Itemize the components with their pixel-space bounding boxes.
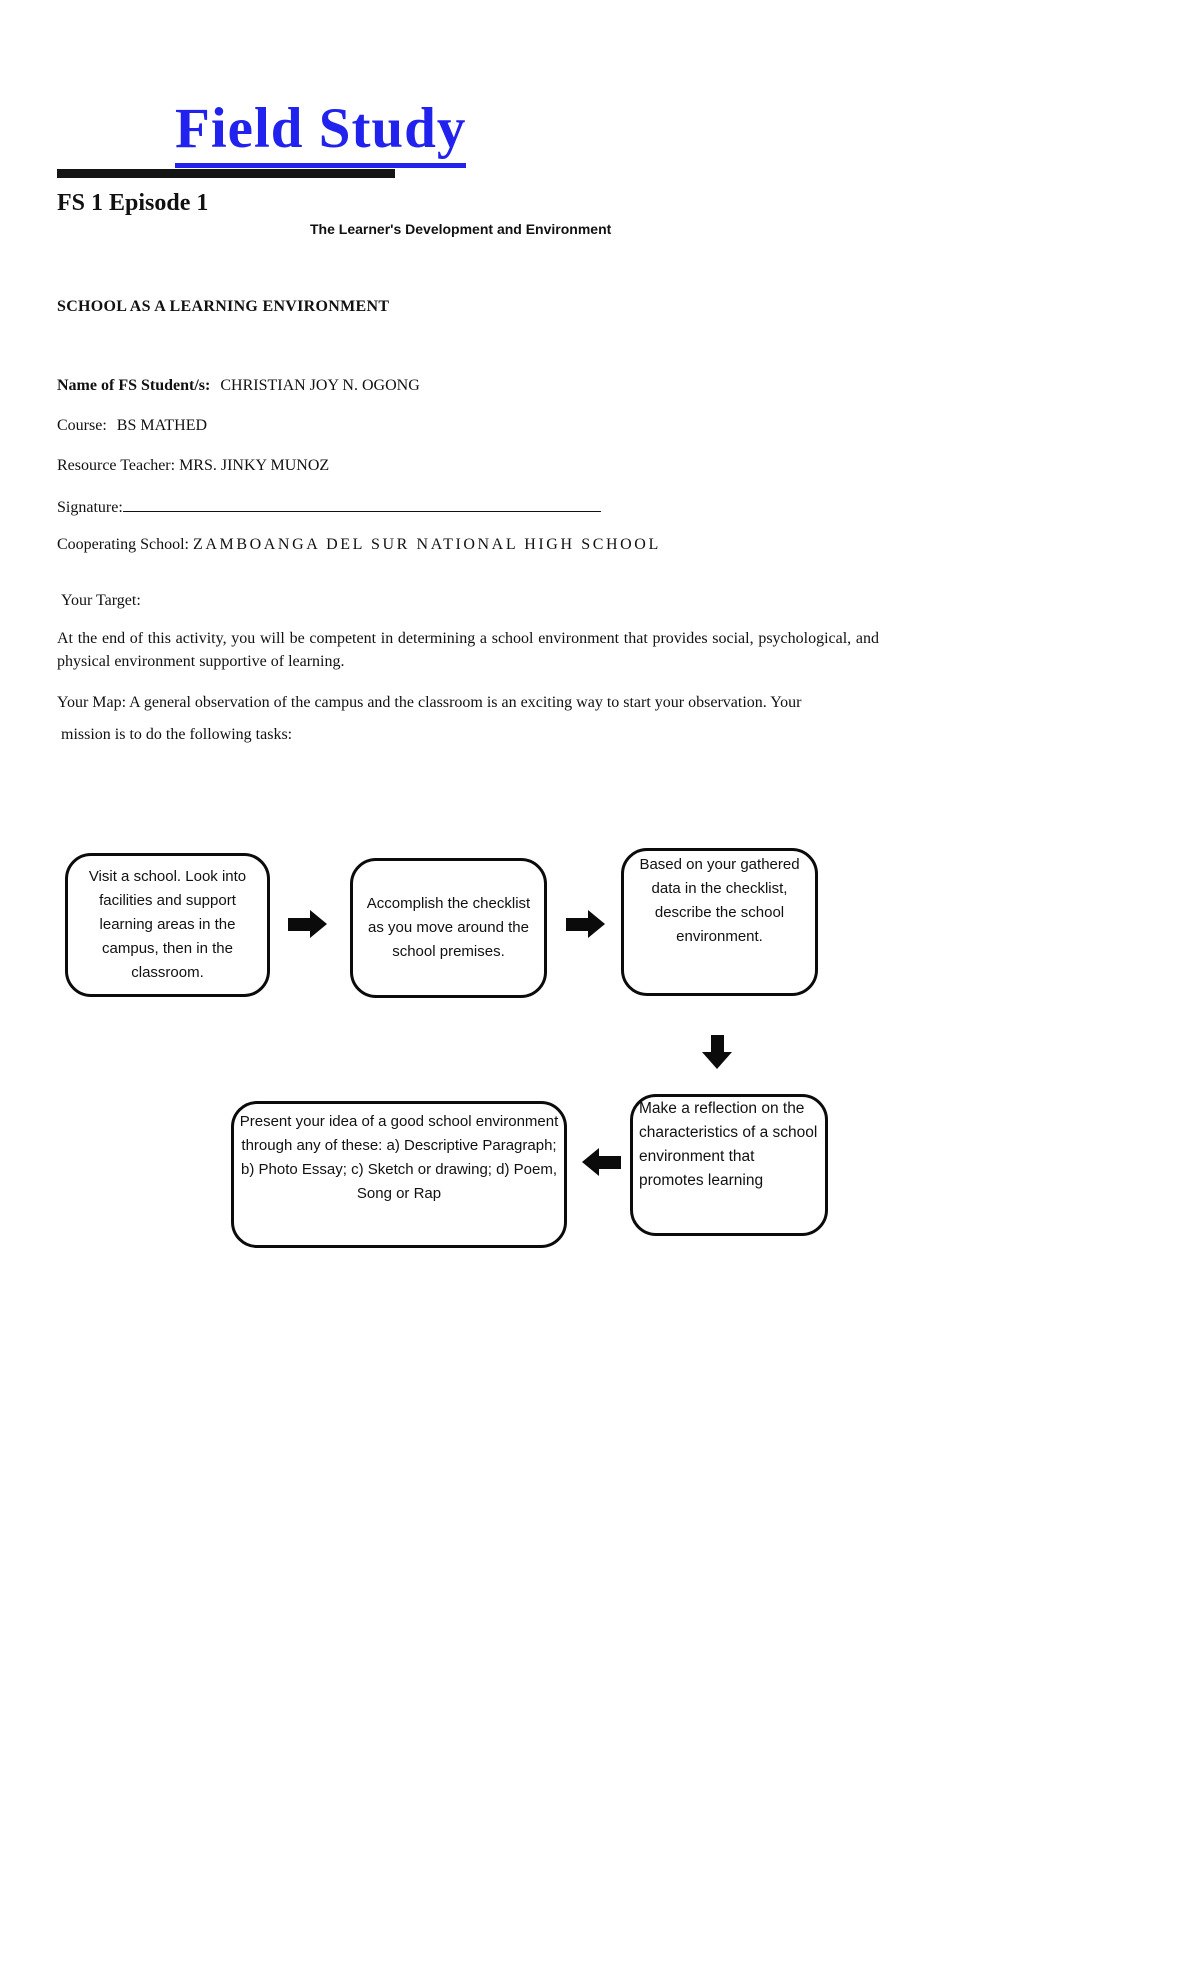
flowchart-box-text: Visit a school. Look into facilities and… [88,868,247,981]
arrow-shaft [566,917,588,931]
form-line-school: Cooperating School: ZAMBOANGA DEL SUR NA… [57,536,661,554]
arrow-shaft [599,1155,621,1169]
flowchart-box-visit-school: Visit a school. Look into facilities and… [65,853,270,997]
document-subtitle: The Learner's Development and Environmen… [310,221,612,237]
form-line-signature: Signature: [57,497,601,517]
arrow-shaft [288,917,310,931]
teacher-value: MRS. JINKY MUNOZ [179,457,330,474]
page-title: Field Study [175,96,467,168]
signature-label: Signature: [57,499,123,516]
section-heading: SCHOOL AS A LEARNING ENVIRONMENT [57,298,390,315]
map-paragraph-line1: Your Map: A general observation of the c… [57,694,802,711]
arrow-head [582,1148,599,1176]
flowchart-box-text: Make a reflection on the characteristics… [639,1100,818,1189]
form-line-teacher: Resource Teacher: MRS. JINKY MUNOZ [57,457,329,475]
flowchart-box-make-reflection: Make a reflection on the characteristics… [630,1094,828,1236]
title-divider-bar [57,169,395,178]
target-heading: Your Target: [61,592,141,609]
course-value: BS MATHED [116,417,208,434]
flowchart-box-text: Present your idea of a good school envir… [239,1113,559,1202]
flowchart-box-accomplish-checklist: Accomplish the checklist as you move aro… [350,858,547,998]
flowchart-box-describe-environment: Based on your gathered data in the check… [621,848,818,996]
episode-heading: FS 1 Episode 1 [57,190,209,216]
arrow-right-icon [566,910,605,938]
page-title-text: Field Study [175,97,467,168]
flowchart-box-text: Based on your gathered data in the check… [639,856,800,945]
arrow-left-icon [582,1148,621,1176]
arrow-shaft [710,1035,724,1052]
course-label: Course: [57,417,107,434]
map-paragraph-line2: mission is to do the following tasks: [61,726,293,743]
teacher-label: Resource Teacher: [57,457,176,474]
form-line-course: Course: BS MATHED [57,417,207,435]
signature-line [122,497,601,512]
name-label: Name of FS Student/s: [57,377,211,394]
form-line-name: Name of FS Student/s: CHRISTIAN JOY N. OG… [57,377,420,395]
flowchart-box-text: Accomplish the checklist as you move aro… [366,895,531,960]
arrow-head [702,1052,732,1069]
arrow-down-icon [702,1035,732,1069]
arrow-head [310,910,327,938]
target-paragraph: At the end of this activity, you will be… [57,630,879,670]
name-value: CHRISTIAN JOY N. OGONG [220,377,420,394]
school-value: ZAMBOANGA DEL SUR NATIONAL HIGH SCHOOL [192,536,661,553]
arrow-right-icon [288,910,327,938]
school-label: Cooperating School: [57,536,189,553]
flowchart-box-present-idea: Present your idea of a good school envir… [231,1101,567,1248]
arrow-head [588,910,605,938]
